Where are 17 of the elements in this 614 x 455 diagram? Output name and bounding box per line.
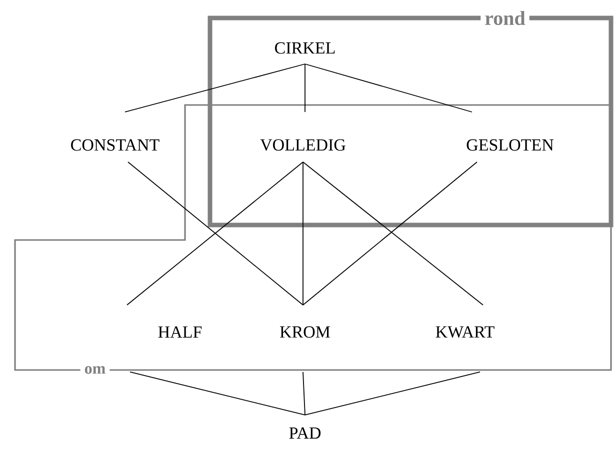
connector-line (302, 372, 306, 416)
concept-label: KROM (280, 326, 330, 338)
concept-label: VOLLEDIG (260, 139, 346, 151)
connector-line (130, 372, 306, 416)
connector-line (304, 64, 306, 112)
connector-line (124, 64, 306, 112)
concept-label: KWART (436, 326, 494, 338)
concept-label: CONSTANT (71, 139, 160, 151)
concept-label: PAD (289, 427, 321, 439)
connector-line (304, 64, 472, 112)
concept-label: HALF (158, 326, 202, 338)
region-label: rond (480, 6, 530, 30)
region-label: om (80, 362, 110, 378)
connector-line (302, 162, 304, 306)
concept-label: CIRKEL (275, 42, 335, 54)
connector-line (304, 372, 480, 416)
concept-label: GESLOTEN (466, 139, 554, 151)
